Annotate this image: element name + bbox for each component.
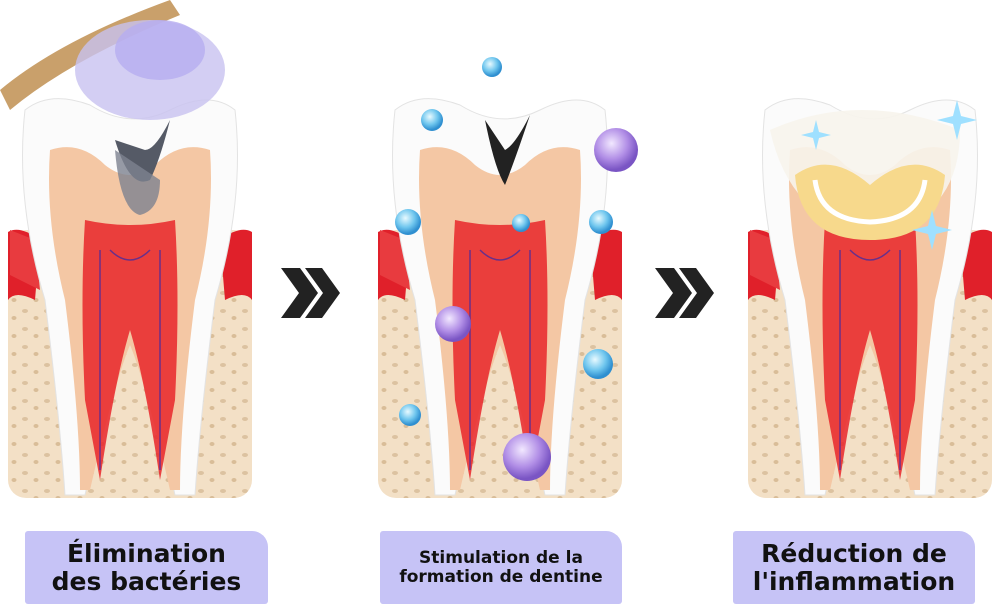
- label-line: Élimination: [66, 539, 226, 568]
- toothbrush-icon: [0, 0, 225, 120]
- sparkle-icons: [801, 100, 977, 250]
- cavity-2: [485, 115, 530, 185]
- arrow-icon: [281, 268, 340, 318]
- bubbles: [395, 57, 638, 481]
- label-line: des bactéries: [51, 566, 242, 596]
- label-line: formation de dentine: [399, 566, 603, 587]
- arrow-icon: [655, 268, 714, 318]
- label-line: Stimulation de la: [419, 547, 583, 568]
- label-line: Réduction de: [761, 539, 947, 568]
- cavity-1: [115, 120, 170, 215]
- label-line: l'inflammation: [752, 566, 956, 596]
